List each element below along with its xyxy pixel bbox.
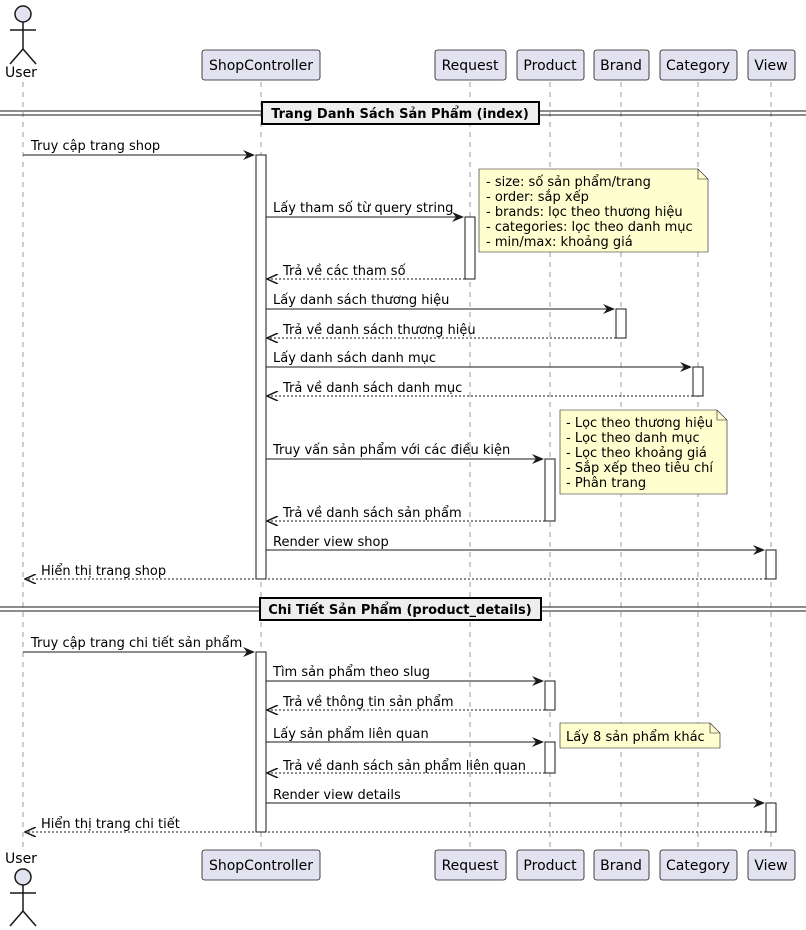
participant-label-category: Category	[666, 58, 730, 74]
participant-box-view	[747, 49, 796, 81]
activation-category	[692, 366, 704, 397]
actor-user-bottom	[9, 868, 37, 927]
participant-label-category-bottom: Category	[666, 858, 730, 874]
message-m6: Lấy danh sách danh mục	[273, 351, 436, 366]
note-params: - size: số sản phẩm/trang - order: sắp x…	[478, 168, 709, 253]
activation-product-index	[544, 458, 556, 522]
message-m5: Trả về danh sách thương hiệu	[282, 323, 476, 338]
participant-label-product-bottom: Product	[523, 858, 577, 874]
activation-view-index	[765, 549, 777, 580]
section-label-box-index	[261, 101, 540, 125]
message-m15: Lấy sản phẩm liên quan	[273, 727, 429, 742]
section-label-details: Chi Tiết Sản Phẩm (product_details)	[268, 602, 531, 618]
messages: Truy cập trang shop Lấy tham số từ query…	[23, 139, 766, 832]
note-filters-line-3: - Lọc theo khoảng giá	[566, 446, 707, 461]
message-m17: Render view details	[273, 788, 401, 803]
note-params-line-3: - brands: lọc theo thương hiệu	[486, 205, 683, 220]
participant-box-view-bottom	[747, 849, 796, 881]
note-filters-line-1: - Lọc theo thương hiệu	[566, 416, 713, 431]
section-label-box-details	[259, 597, 542, 621]
participant-label-brand-bottom: Brand	[600, 858, 642, 874]
activation-brand	[615, 308, 627, 339]
note-filters-line-5: - Phân trang	[566, 476, 646, 491]
activation-product-find	[544, 680, 556, 711]
participant-box-brand-bottom	[593, 849, 650, 881]
message-m10: Render view shop	[273, 535, 389, 550]
participant-box-brand	[593, 49, 650, 81]
participant-box-request-bottom	[434, 849, 507, 881]
actor-user-label-bottom: User	[5, 851, 37, 867]
message-m7: Trả về danh sách danh mục	[282, 381, 462, 396]
participant-box-shopcontroller	[201, 49, 321, 81]
note-filters: - Lọc theo thương hiệu - Lọc theo danh m…	[559, 409, 728, 495]
participants-top: ShopController Request Product Brand Cat…	[201, 49, 796, 81]
activation-shopcontroller-index	[255, 154, 267, 580]
actor-head	[14, 5, 32, 23]
message-m9: Trả về danh sách sản phẩm	[282, 506, 462, 521]
message-m11: Hiển thị trang shop	[41, 564, 166, 579]
activation-product-related	[544, 741, 556, 774]
participant-label-shopcontroller-bottom: ShopController	[209, 858, 313, 874]
participant-label-request: Request	[442, 58, 499, 74]
message-m4: Lấy danh sách thương hiệu	[273, 293, 449, 308]
message-m18: Hiển thị trang chi tiết	[41, 817, 180, 832]
participant-label-view: View	[754, 58, 787, 74]
participant-label-brand: Brand	[600, 58, 642, 74]
note-filters-line-2: - Lọc theo danh mục	[566, 431, 700, 446]
note-params-line-1: - size: số sản phẩm/trang	[486, 175, 651, 190]
message-m3: Trả về các tham số	[282, 264, 406, 279]
participant-box-category-bottom	[659, 849, 738, 881]
participant-box-product-bottom	[516, 849, 585, 881]
actor-user-top	[9, 5, 37, 65]
actor-leg-left	[9, 910, 24, 927]
participant-box-shopcontroller-bottom	[201, 849, 321, 881]
participant-label-product: Product	[523, 58, 577, 74]
participant-label-request-bottom: Request	[442, 858, 499, 874]
participant-box-product	[516, 49, 585, 81]
participant-label-shopcontroller: ShopController	[209, 58, 313, 74]
note-related: Lấy 8 sản phẩm khác	[559, 722, 721, 749]
note-params-line-4: - categories: lọc theo danh mục	[486, 220, 693, 235]
actor-head	[14, 868, 32, 886]
participants-bottom: ShopController Request Product Brand Cat…	[201, 849, 796, 881]
message-m2: Lấy tham số từ query string	[273, 201, 453, 216]
message-m14: Trả về thông tin sản phẩm	[282, 695, 454, 710]
note-filters-line-4: - Sắp xếp theo tiêu chí	[566, 461, 713, 476]
activation-view-details	[765, 802, 777, 833]
note-related-line-1: Lấy 8 sản phẩm khác	[566, 730, 705, 745]
activation-shopcontroller-details	[255, 651, 267, 833]
message-m13: Tìm sản phẩm theo slug	[272, 665, 430, 680]
actor-user-label-top: User	[5, 65, 37, 81]
activation-request	[464, 216, 476, 280]
section-label-index: Trang Danh Sách Sản Phẩm (index)	[271, 106, 529, 122]
participant-box-category	[659, 49, 738, 81]
participant-label-view-bottom: View	[754, 858, 787, 874]
actor-leg-right	[22, 48, 37, 65]
activation-bars	[255, 154, 777, 833]
message-m16: Trả về danh sách sản phẩm liên quan	[282, 759, 526, 774]
section-divider-details: Chi Tiết Sản Phẩm (product_details)	[0, 597, 806, 621]
actor-leg-left	[9, 48, 24, 65]
section-divider-index: Trang Danh Sách Sản Phẩm (index)	[0, 101, 806, 125]
message-m1: Truy cập trang shop	[30, 139, 160, 154]
message-m8: Truy vấn sản phẩm với các điều kiện	[272, 443, 510, 458]
message-m12: Truy cập trang chi tiết sản phẩm	[30, 636, 242, 651]
note-params-line-2: - order: sắp xếp	[486, 190, 589, 205]
participant-box-request	[434, 49, 507, 81]
note-params-line-5: - min/max: khoảng giá	[486, 235, 633, 250]
actor-leg-right	[22, 910, 37, 927]
